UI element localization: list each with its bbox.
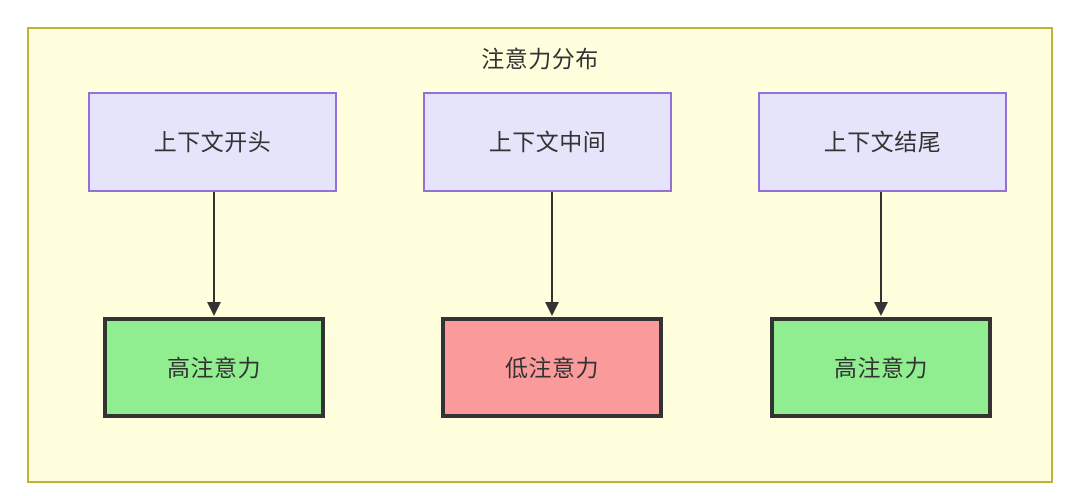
node-attention-start[interactable]: 高注意力 xyxy=(103,317,325,418)
node-context-end[interactable]: 上下文结尾 xyxy=(758,92,1007,192)
node-attention-end[interactable]: 高注意力 xyxy=(770,317,992,418)
node-context-start[interactable]: 上下文开头 xyxy=(88,92,337,192)
node-context-middle[interactable]: 上下文中间 xyxy=(423,92,672,192)
subgraph-title: 注意力分布 xyxy=(481,46,599,72)
node-attention-middle[interactable]: 低注意力 xyxy=(441,317,663,418)
